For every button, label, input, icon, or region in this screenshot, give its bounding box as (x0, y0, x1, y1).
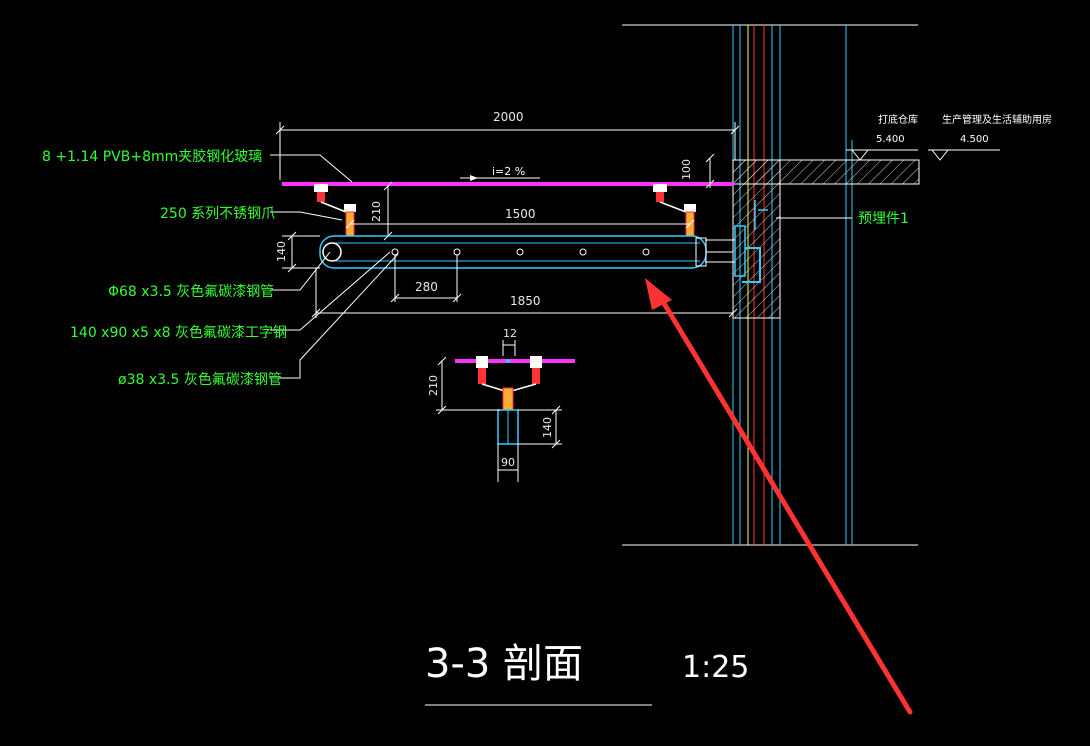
spider-claw-left (314, 184, 356, 237)
leader-lines (270, 154, 852, 379)
dim-210: 210 (370, 201, 383, 222)
dim-140: 140 (275, 241, 288, 262)
elevation-marks (846, 149, 1000, 161)
dim-210b: 210 (427, 375, 440, 396)
glass-panel (282, 175, 734, 186)
elevation-left-name: 打底仓库 (878, 113, 918, 126)
dim-280: 280 (415, 280, 438, 294)
dimension-lines (275, 122, 740, 318)
dim-1850: 1850 (510, 294, 541, 308)
label-glass: 8 +1.14 PVB+8mm夹胶钢化玻璃 (42, 148, 262, 165)
dim-90: 90 (501, 456, 515, 469)
dim-140b: 140 (541, 417, 554, 438)
dim-1500: 1500 (505, 207, 536, 221)
elevation-right-value: 4.500 (960, 134, 989, 145)
section-dimensions (436, 340, 562, 482)
section-detail (455, 356, 575, 445)
dim-100: 100 (680, 159, 693, 180)
dim-12: 12 (503, 327, 517, 340)
label-pipe38: ø38 x3.5 灰色氟碳漆钢管 (118, 371, 282, 388)
embedded-plate (705, 200, 768, 283)
floor-slab (732, 159, 920, 319)
drawing-title: 3-3 剖面 (425, 641, 583, 687)
annotation-arrow (645, 278, 913, 715)
spider-claw-right (653, 184, 696, 237)
slope-label: i=2 % (492, 165, 525, 178)
label-pipe68: Φ68 x3.5 灰色氟碳漆钢管 (108, 283, 274, 300)
drawing-scale: 1:25 (682, 650, 749, 685)
label-claw: 250 系列不锈钢爪 (160, 206, 275, 222)
steel-i-beam (319, 235, 733, 269)
label-embed: 预埋件1 (858, 211, 909, 227)
elevation-left-value: 5.400 (876, 134, 905, 145)
dim-2000: 2000 (493, 110, 524, 124)
label-beam: 140 x90 x5 x8 灰色氟碳漆工字钢 (70, 324, 287, 341)
elevation-right-name: 生产管理及生活辅助用房 (942, 113, 1052, 126)
